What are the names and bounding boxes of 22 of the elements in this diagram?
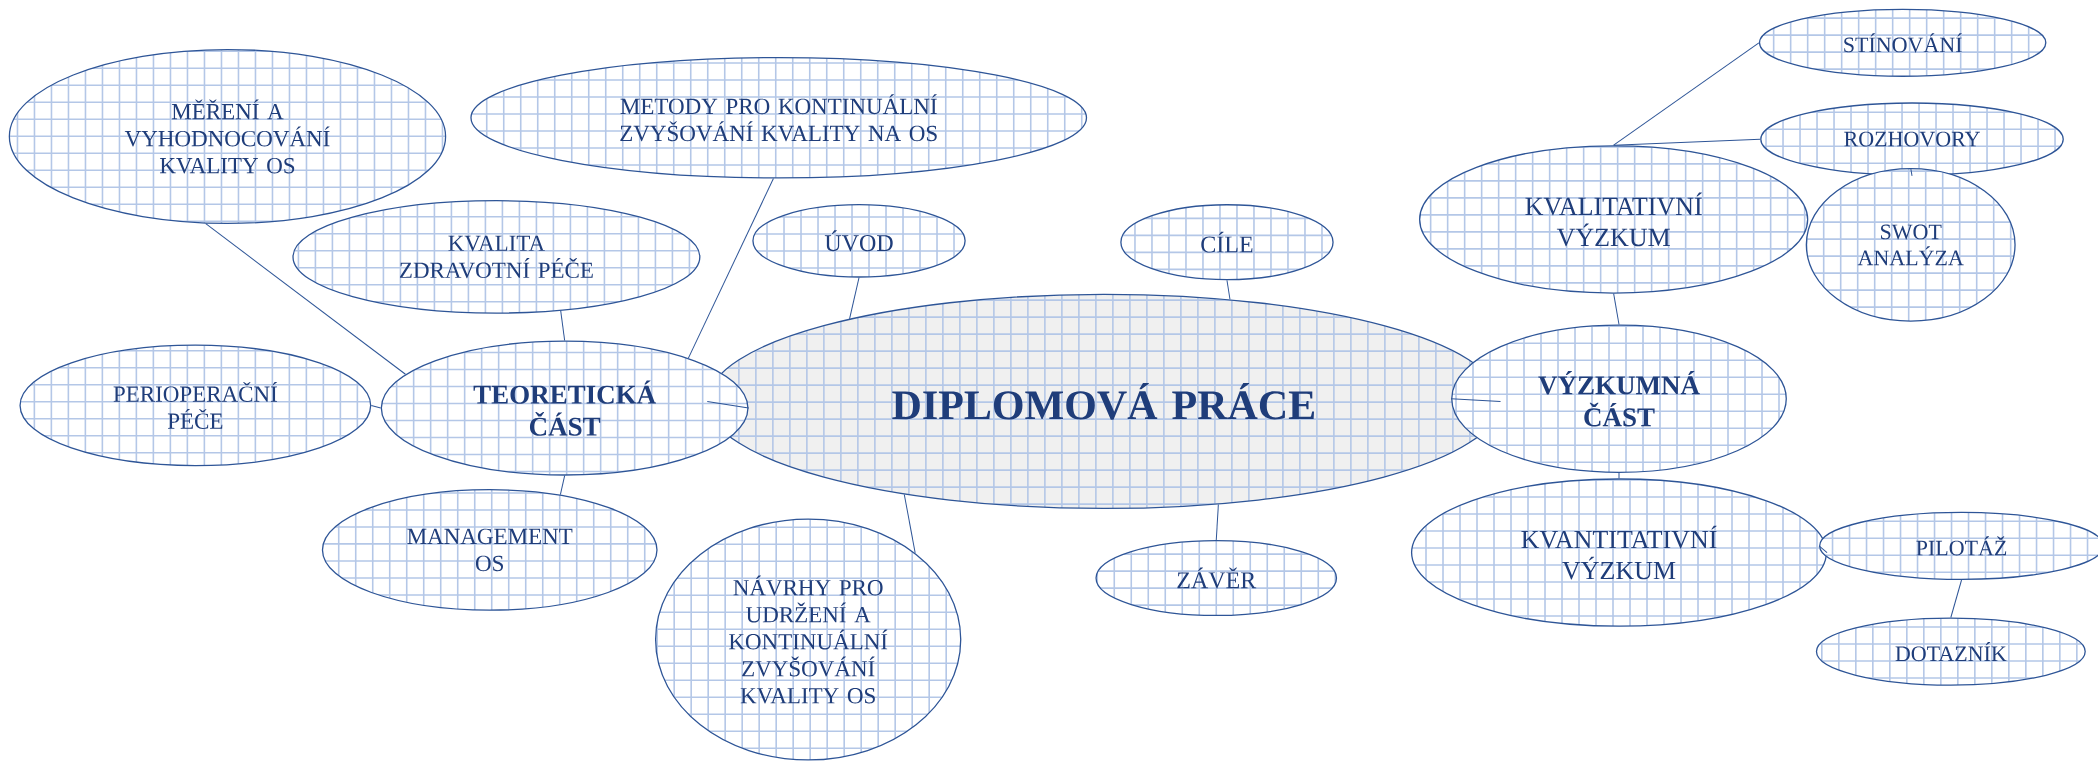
connector-line — [370, 405, 382, 409]
connector-line — [1450, 398, 1501, 403]
connector-line — [560, 310, 566, 342]
connector-line — [1818, 545, 1828, 554]
connector-line — [1215, 504, 1219, 541]
connector-line — [1618, 472, 1620, 479]
connector-line — [1950, 579, 1963, 619]
connector-line — [687, 178, 774, 359]
connector-line — [1226, 279, 1231, 300]
node-label: VÝZKUMNÁ ČÁST — [1538, 371, 1700, 427]
connector-line — [1910, 167, 1913, 177]
connector-line — [559, 475, 566, 496]
connector-line — [1613, 138, 1761, 146]
connector-line — [706, 401, 750, 409]
node-label: PILOTÁŽ — [1916, 536, 2007, 556]
node-label: TEORETICKÁ ČÁST — [473, 380, 656, 436]
connector-line — [205, 223, 406, 375]
connector-line — [1613, 293, 1620, 326]
connector-line — [903, 494, 916, 554]
node-label: SWOT ANALÝZA — [1857, 224, 1964, 266]
connector-line — [1613, 42, 1760, 146]
connector-line — [849, 277, 860, 320]
